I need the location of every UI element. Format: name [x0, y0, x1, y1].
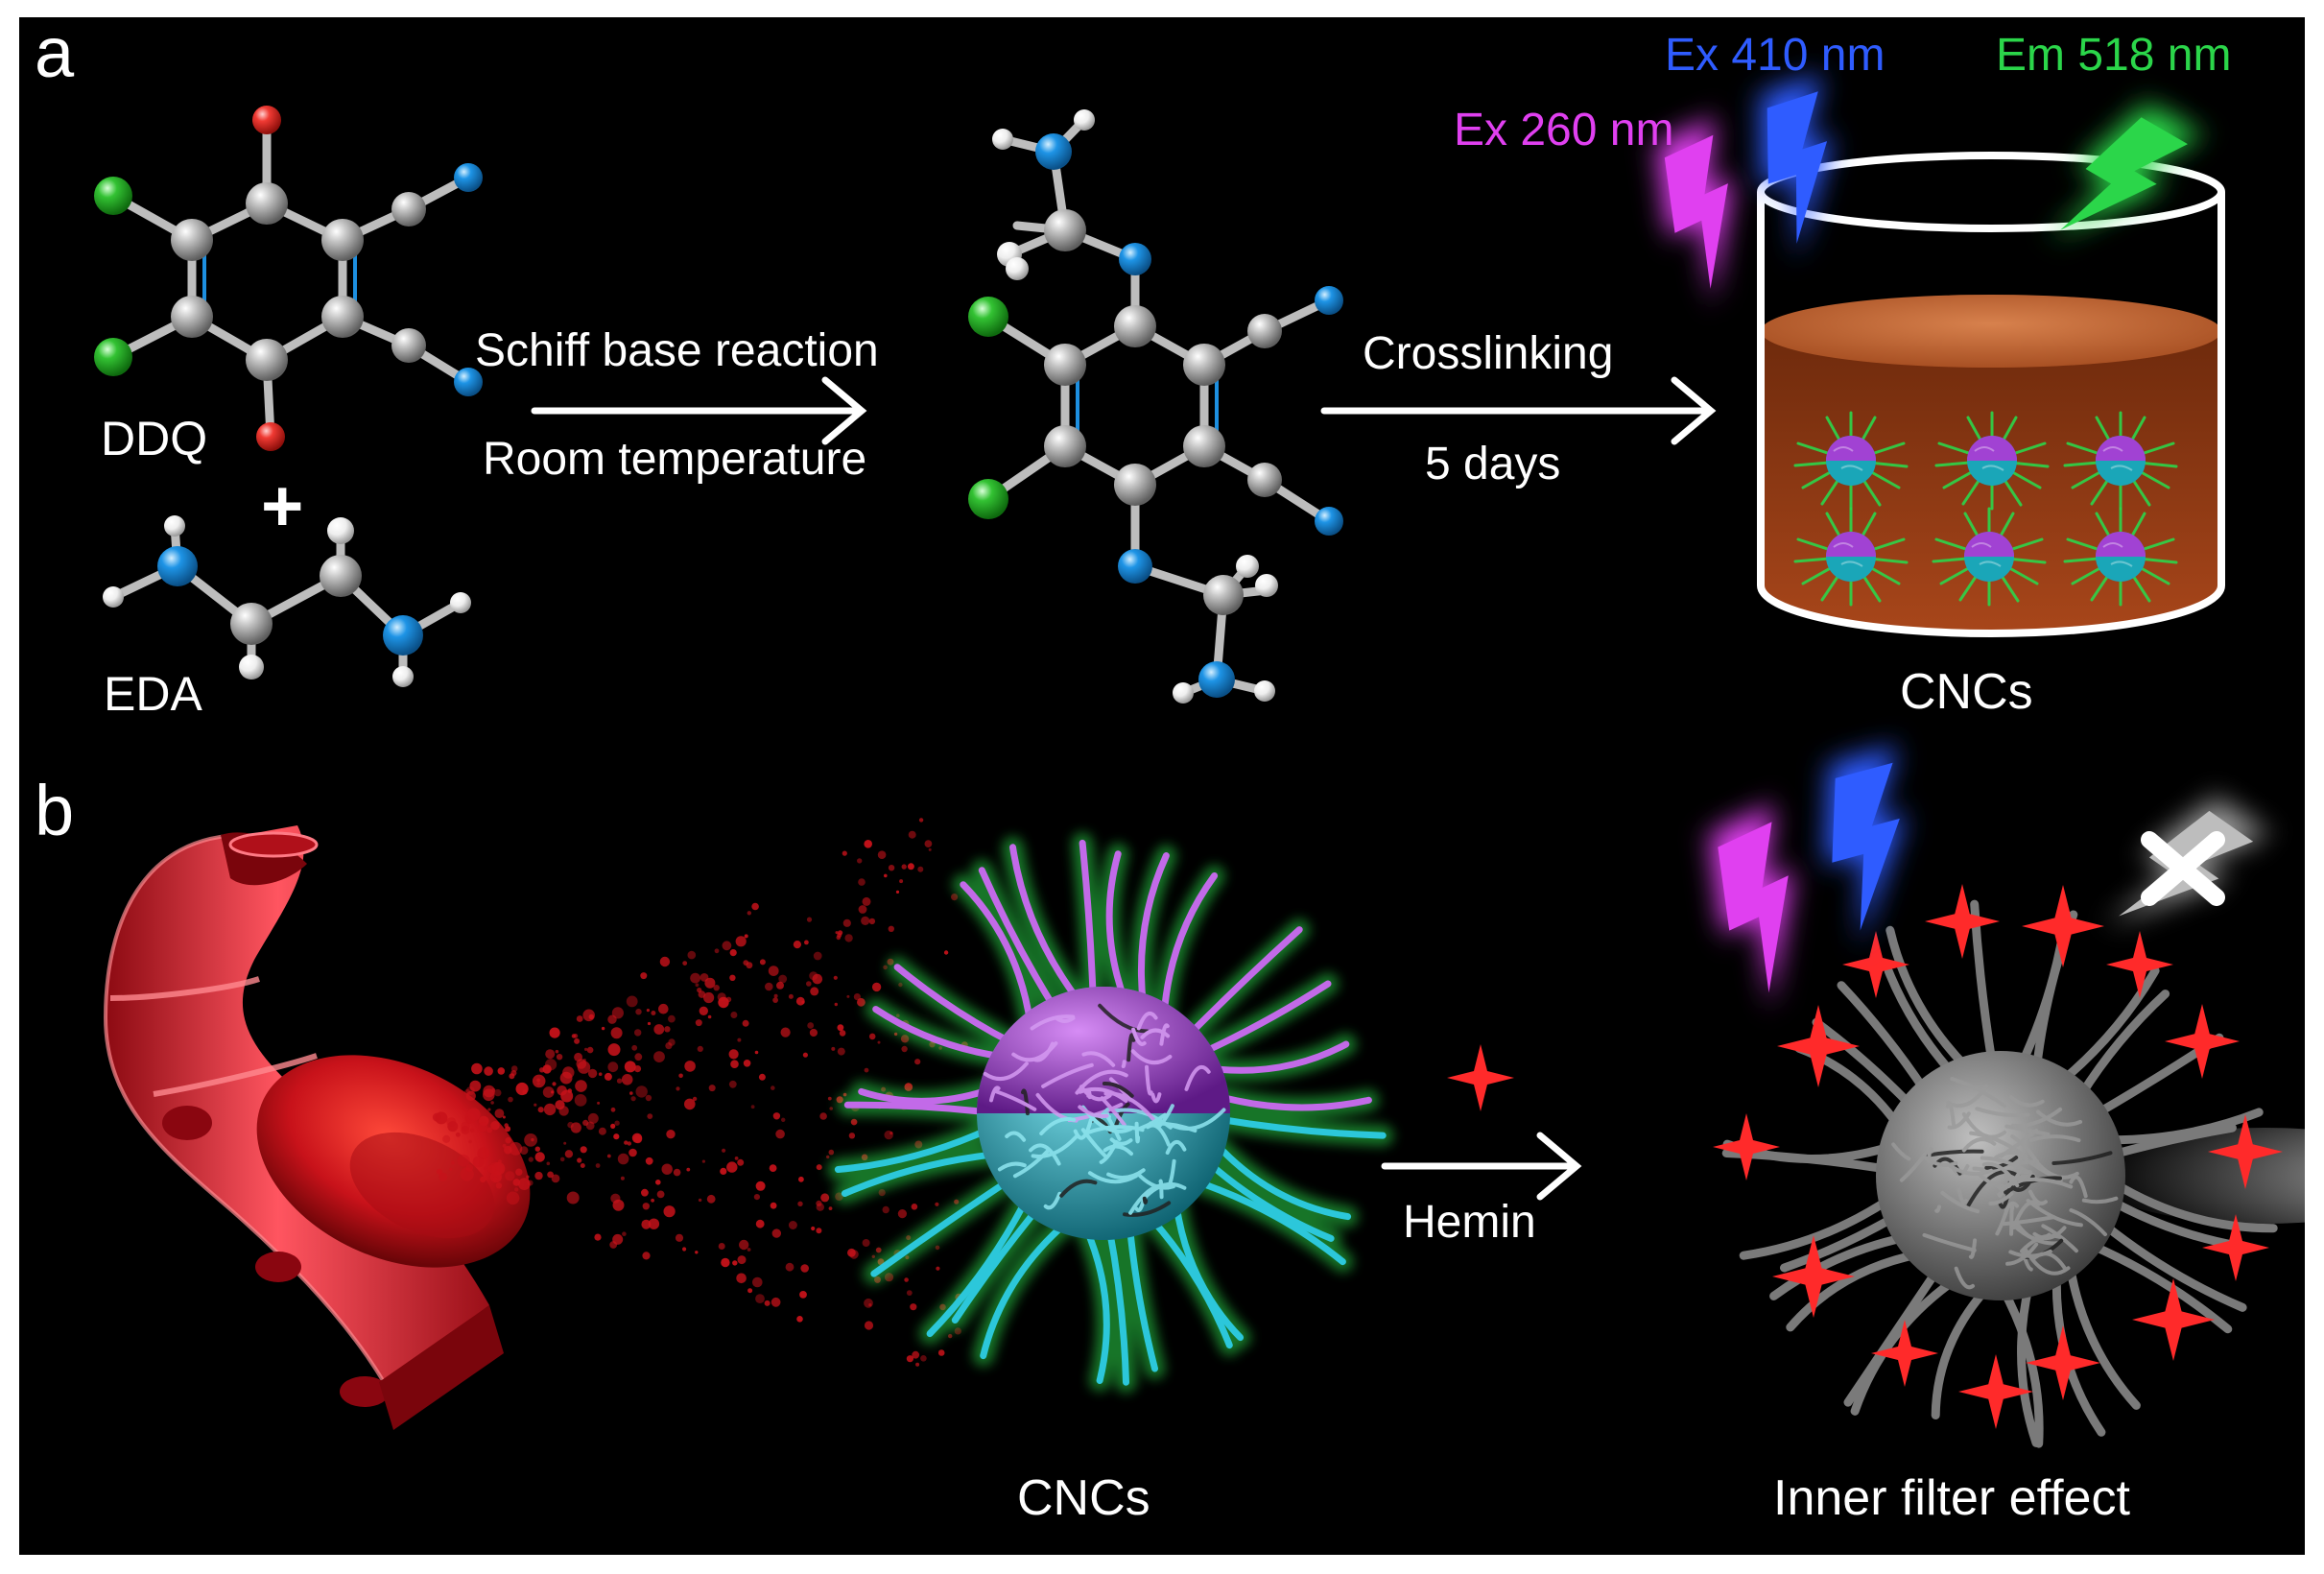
panel-b-letter: b [35, 771, 75, 850]
arrow2-condition-top: Crosslinking [1363, 328, 1614, 379]
cross-icon [2141, 831, 2225, 906]
eda-label: EDA [104, 667, 202, 721]
schiff-base-intermediate-molecule [968, 109, 1343, 704]
arrow2-condition-bottom: 5 days [1425, 439, 1561, 489]
cnc-solution-beaker [1757, 152, 2225, 637]
cnc-label: CNCs [1017, 1470, 1150, 1526]
arrow1-condition-bottom: Room temperature [483, 434, 867, 485]
reaction-arrow-2 [1320, 376, 1717, 445]
arrow1-condition-top: Schiff base reaction [475, 325, 879, 376]
ddq-molecule [94, 106, 483, 451]
plus-sign: + [261, 465, 304, 547]
excitation-260-label: Ex 260 nm [1454, 105, 1674, 155]
inner-filter-effect-label: Inner filter effect [1773, 1470, 2130, 1526]
excitation-410-label: Ex 410 nm [1665, 30, 1885, 81]
quenched-cnc-nanoparticle [1713, 884, 2324, 1448]
hemin-label: Hemin [1403, 1197, 1536, 1248]
hemin-reaction-arrow [1381, 1132, 1582, 1201]
reaction-arrow-1 [531, 376, 867, 445]
ddq-label: DDQ [101, 412, 208, 465]
eda-molecule [103, 515, 471, 687]
cnc-nanoparticle [827, 832, 1394, 1394]
hemin-particles-cloud [432, 818, 968, 1367]
emission-518-label: Em 518 nm [1996, 30, 2232, 81]
beaker-cnc-label: CNCs [1900, 664, 2033, 720]
panel-a-letter: a [35, 12, 75, 92]
